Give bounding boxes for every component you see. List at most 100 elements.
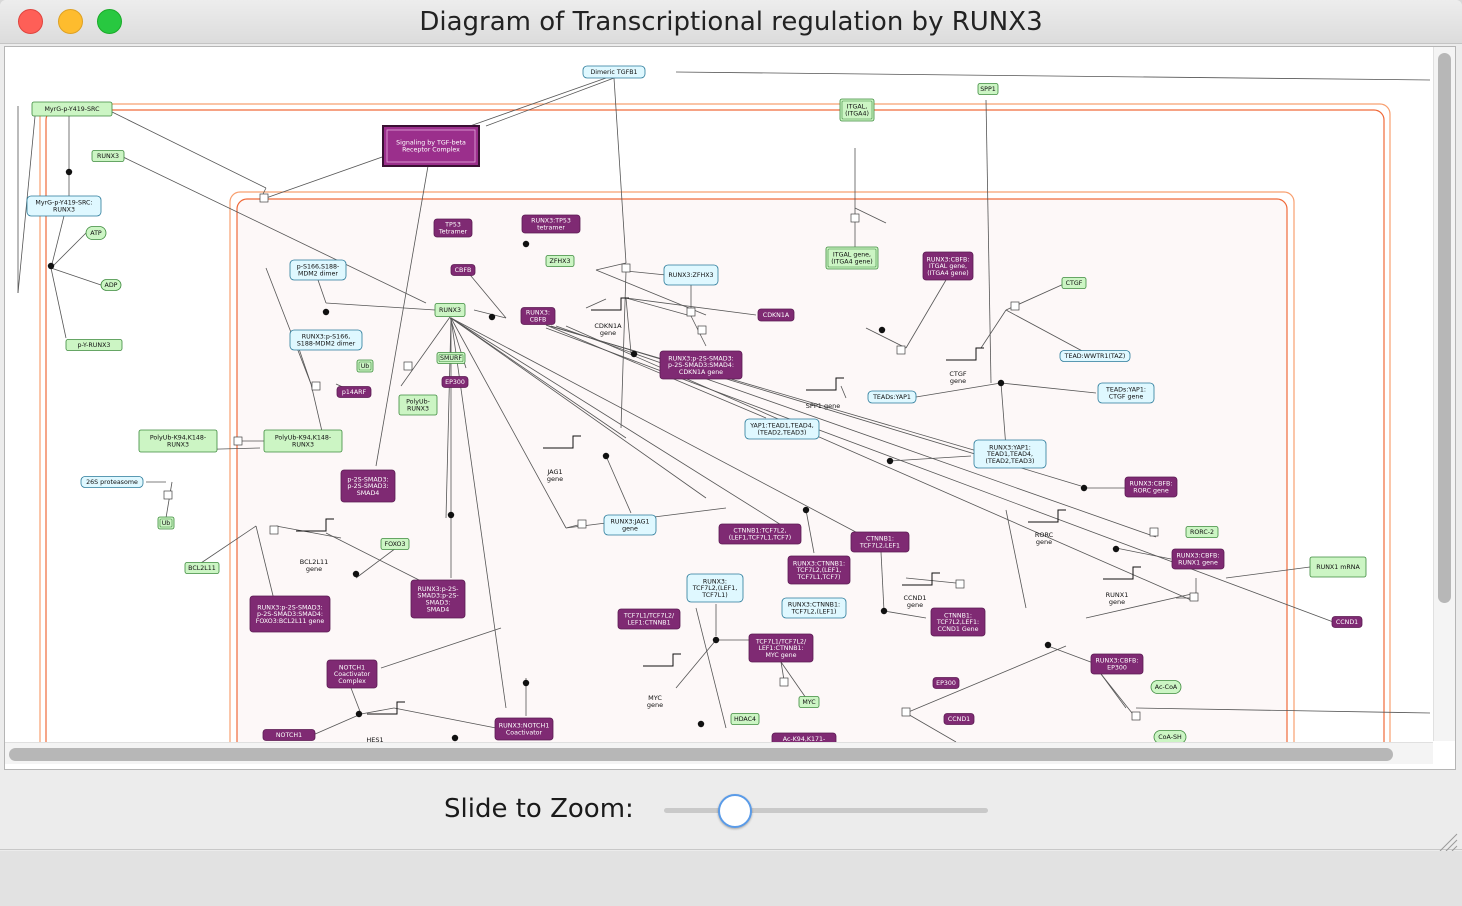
node-ub-a[interactable]: Ub bbox=[356, 359, 374, 373]
node-ctnnb1-tcf7l2-a[interactable]: CTNNB1:TCF7L2,(LEF1,TCF7L1,TCF7) bbox=[718, 523, 802, 545]
node-runx3-cbfb-rorc[interactable]: RUNX3:CBFB:RORC gene bbox=[1124, 476, 1178, 498]
node-cdkn1a[interactable]: CDKN1A bbox=[757, 308, 795, 322]
node-coa-sh[interactable]: CoA-SH bbox=[1153, 730, 1187, 743]
node-p-y-runx3[interactable]: p-Y-RUNX3 bbox=[65, 339, 123, 351]
node-ctnnb1-tcf7l2-lef1[interactable]: CTNNB1:TCF7L2,LEF1 bbox=[850, 531, 910, 553]
transition-node[interactable] bbox=[955, 579, 965, 589]
resize-grip-icon[interactable] bbox=[1436, 830, 1458, 852]
node-proteasome[interactable]: 26S proteasome bbox=[80, 476, 144, 488]
node-runx3-smad-smad4[interactable]: RUNX3:p-2S-SMAD3:p-2S-SMAD3:SMAD4 bbox=[410, 579, 466, 619]
node-tcf7l1-myc[interactable]: TCF7L1/TCF7L2/LEF1:CTNNB1:MYC gene bbox=[748, 633, 814, 663]
transition-node[interactable] bbox=[1131, 711, 1141, 721]
node-smad-complex[interactable]: p-2S-SMAD3:p-2S-SMAD3:SMAD4 bbox=[340, 469, 396, 503]
zoom-slider-knob[interactable] bbox=[718, 794, 753, 828]
node-polyub-runx3-small[interactable]: PolyUb-RUNX3 bbox=[398, 394, 438, 416]
transition-node[interactable] bbox=[269, 525, 279, 535]
transition-node[interactable] bbox=[403, 361, 413, 371]
node-foxo3[interactable]: FOXO3 bbox=[380, 538, 410, 550]
node-dimeric-tgfb1[interactable]: Dimeric TGFB1 bbox=[582, 65, 646, 79]
node-ccnd1-b[interactable]: CCND1 bbox=[943, 713, 975, 725]
node-runx3-zfhx3[interactable]: RUNX3:ZFHX3 bbox=[663, 264, 719, 286]
node-ac-k94[interactable]: Ac-K94,K171- bbox=[771, 732, 837, 742]
node-cbfb[interactable]: CBFB bbox=[450, 264, 476, 276]
transition-node[interactable] bbox=[311, 381, 321, 391]
node-tcf7l1-lef1[interactable]: TCF7L1/TCF7L2/LEF1:CTNNB1 bbox=[617, 608, 681, 630]
node-myrg-src[interactable]: MyrG-p-Y419-SRC bbox=[31, 101, 113, 117]
transition-node[interactable] bbox=[1010, 301, 1020, 311]
node-ep300-b[interactable]: EP300 bbox=[932, 677, 960, 689]
node-itgal-itga4[interactable]: ITGAL,(ITGA4) bbox=[839, 98, 875, 122]
node-runx3-mdm2[interactable]: RUNX3:p-S166,S188-MDM2 dimer bbox=[289, 329, 363, 351]
node-ac-coa[interactable]: Ac-CoA bbox=[1150, 680, 1182, 694]
node-zfhx3[interactable]: ZFHX3 bbox=[545, 255, 575, 267]
close-window-button[interactable] bbox=[18, 9, 43, 34]
maximize-window-button[interactable] bbox=[97, 9, 122, 34]
node-runx3-smad-foxo3[interactable]: RUNX3:p-2S-SMAD3:p-2S-SMAD3:SMAD4:FOXO3:… bbox=[249, 595, 331, 633]
node-yap1-tead[interactable]: YAP1:TEAD1,TEAD4,(TEAD2,TEAD3) bbox=[744, 418, 820, 440]
node-ctnnb1-ccnd1[interactable]: CTNNB1:TCF7L2,LEF1:CCND1 Gene bbox=[930, 607, 986, 637]
node-ccnd1-a[interactable]: CCND1 bbox=[1331, 616, 1363, 628]
node-runx3-yap1-tead[interactable]: RUNX3:YAP1:TEAD1,TEAD4,(TEAD2,TEAD3) bbox=[973, 439, 1047, 469]
node-runx3-ctnnb1-tcf7l2[interactable]: RUNX3:CTNNB1:TCF7L2,(LEF1,TCF7L1,TCF7) bbox=[787, 555, 851, 585]
node-myc[interactable]: MYC bbox=[798, 696, 820, 708]
node-runx3-cbfb-itgal[interactable]: RUNX3:CBFB:ITGAL gene,(ITGA4 gene) bbox=[922, 251, 974, 281]
node-smurf[interactable]: SMURF bbox=[436, 352, 466, 364]
diagram-nodes[interactable]: Dimeric TGFB1MyrG-p-Y419-SRCRUNX3MyrG-p-… bbox=[26, 65, 1367, 743]
transition-node[interactable] bbox=[259, 193, 269, 203]
node-runx3-tcf7l2-lef1[interactable]: RUNX3:TCF7L2,(LEF1,TCF7L1) bbox=[686, 573, 744, 603]
node-atp[interactable]: ATP bbox=[85, 226, 107, 240]
node-polyub-k94-a[interactable]: PolyUb-K94,K148-RUNX3 bbox=[138, 429, 218, 453]
node-ep300-a[interactable]: EP300 bbox=[441, 376, 469, 388]
node-runx3-cbfb-ep300[interactable]: RUNX3:CBFB:EP300 bbox=[1090, 653, 1144, 675]
transition-node[interactable] bbox=[233, 436, 243, 446]
node-notch1[interactable]: NOTCH1 bbox=[262, 729, 316, 741]
transition-node[interactable] bbox=[686, 307, 696, 317]
transition-node[interactable] bbox=[697, 325, 707, 335]
node-polyub-k94-b[interactable]: PolyUb-K94,K148-RUNX3 bbox=[263, 429, 343, 453]
transition-node[interactable] bbox=[779, 677, 789, 687]
transition-node[interactable] bbox=[577, 519, 587, 529]
node-mdm2-dimer[interactable]: p-S166,S188-MDM2 dimer bbox=[289, 259, 347, 281]
vertical-scrollbar[interactable] bbox=[1433, 47, 1455, 741]
node-runx3-ctnnb1-b[interactable]: RUNX3:CTNNB1:TCF7L2,(LEF1) bbox=[781, 597, 847, 619]
node-runx3-a[interactable]: RUNX3 bbox=[91, 150, 125, 162]
horizontal-scrollbar[interactable] bbox=[5, 742, 1433, 764]
node-adp[interactable]: ADP bbox=[100, 279, 122, 291]
transition-node[interactable] bbox=[1149, 527, 1159, 537]
transition-node[interactable] bbox=[901, 707, 911, 717]
transition-node[interactable] bbox=[850, 213, 860, 223]
node-ub-b[interactable]: Ub bbox=[157, 516, 175, 530]
node-runx1-mrna[interactable]: RUNX1 mRNA bbox=[1309, 556, 1367, 578]
node-p14arf[interactable]: p14ARF bbox=[336, 386, 372, 398]
node-runx3-cbfb-runx1[interactable]: RUNX3:CBFB:RUNX1 gene bbox=[1171, 548, 1225, 570]
zoom-slider-track[interactable] bbox=[664, 808, 988, 813]
vertical-scroll-thumb[interactable] bbox=[1438, 53, 1451, 603]
minimize-window-button[interactable] bbox=[58, 9, 83, 34]
node-rorc-2[interactable]: RORC-2 bbox=[1185, 526, 1219, 538]
node-runx3-cbfb[interactable]: RUNX3:CBFB bbox=[520, 307, 556, 325]
node-runx3-smad-cdkn1a[interactable]: RUNX3:p-2S-SMAD3:p-2S-SMAD3:SMAD4:CDKN1A… bbox=[659, 350, 743, 380]
node-ctgf[interactable]: CTGF bbox=[1061, 277, 1087, 289]
node-myrg-src-runx3[interactable]: MyrG-p-Y419-SRC:RUNX3 bbox=[26, 195, 102, 217]
transition-node[interactable] bbox=[1189, 592, 1199, 602]
transition-node[interactable] bbox=[896, 345, 906, 355]
transition-node[interactable] bbox=[163, 490, 173, 500]
node-teads-yap1[interactable]: TEADs:YAP1 bbox=[867, 390, 917, 404]
horizontal-scroll-thumb[interactable] bbox=[9, 748, 1393, 761]
node-hdac4[interactable]: HDAC4 bbox=[730, 713, 760, 725]
node-teads-yap1-ctgf[interactable]: TEADs:YAP1:CTGF gene bbox=[1097, 382, 1155, 404]
node-runx3-b[interactable]: RUNX3 bbox=[434, 303, 466, 317]
node-bcl2l11[interactable]: BCL2L11 bbox=[184, 562, 220, 574]
node-tead-wwtr1[interactable]: TEAD:WWTR1(TAZ) bbox=[1059, 350, 1131, 362]
node-itgal-gene[interactable]: ITGAL gene,(ITGA4 gene) bbox=[825, 246, 879, 270]
transition-node[interactable] bbox=[621, 263, 631, 273]
node-spp1[interactable]: SPP1 bbox=[977, 83, 999, 95]
